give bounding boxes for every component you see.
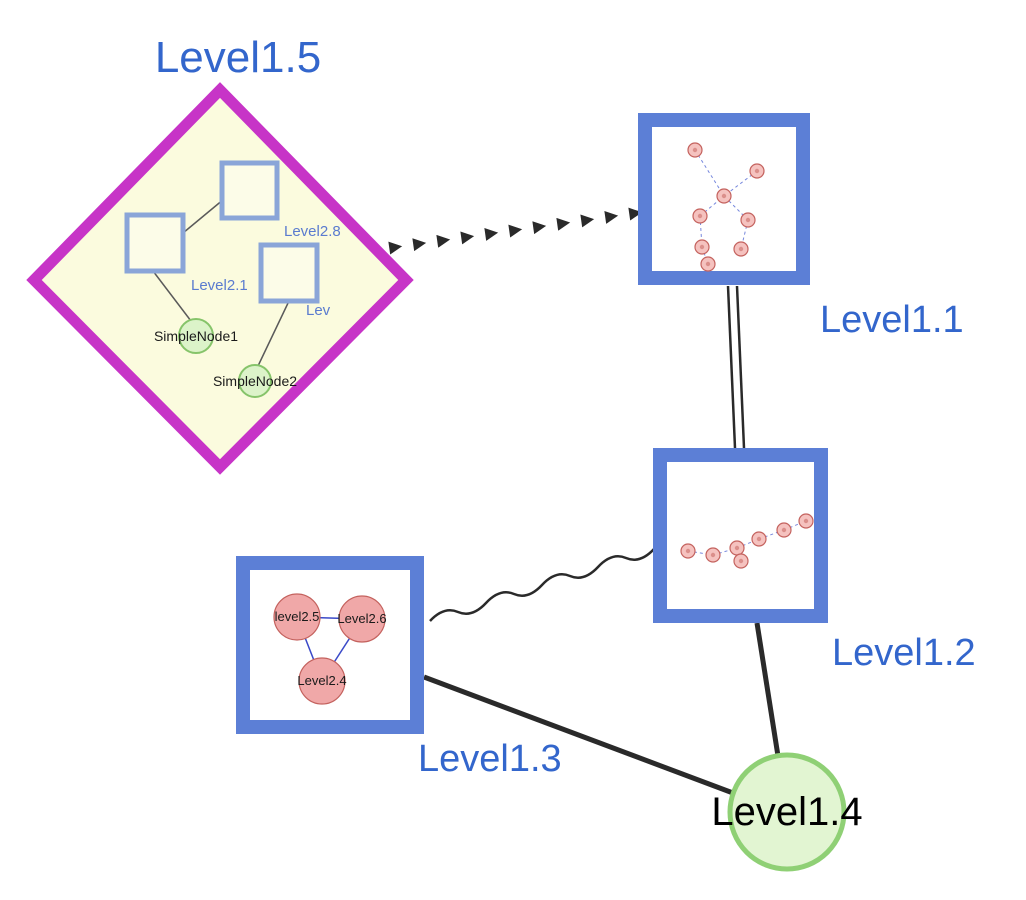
label-simplenode2: SimpleNode2 xyxy=(213,373,297,389)
level14-circle-shape[interactable] xyxy=(727,752,847,872)
edge-level21-to-simplenode1[interactable] xyxy=(152,270,192,322)
edge-level11-to-level12[interactable] xyxy=(726,285,746,449)
node-level11[interactable] xyxy=(638,113,810,285)
label-lev: Lev xyxy=(306,302,331,319)
label-level28: Level2.8 xyxy=(284,223,341,240)
label-level11: Level1.1 xyxy=(820,299,964,341)
node-level13[interactable]: level2.5 Level2.6 Level2.4 xyxy=(236,556,424,734)
node-level26[interactable] xyxy=(338,595,386,643)
label-level21: Level2.1 xyxy=(191,277,248,294)
node-level25[interactable] xyxy=(273,593,321,641)
label-level12: Level1.2 xyxy=(832,632,976,674)
label-level25: level2.5 xyxy=(275,609,320,624)
node-simplenode2[interactable] xyxy=(238,364,272,398)
level12-mini-graph xyxy=(680,513,814,569)
node-level15[interactable]: Level2.8 Level2.1 Lev SimpleNode1 Simple… xyxy=(26,82,414,475)
label-level13: Level1.3 xyxy=(418,738,562,780)
edge-level15-to-level11[interactable] xyxy=(388,207,643,255)
edge-level12-to-level13[interactable] xyxy=(429,548,655,622)
level12-frame[interactable] xyxy=(653,448,828,623)
node-level24[interactable] xyxy=(298,657,346,705)
label-level14: Level1.4 xyxy=(711,790,862,834)
label-level26: Level2.6 xyxy=(337,611,386,626)
edge-level21-to-level28[interactable] xyxy=(182,198,225,234)
level11-mini-graph xyxy=(687,142,765,272)
label-simplenode1: SimpleNode1 xyxy=(154,328,238,344)
edge-level13-to-level14[interactable] xyxy=(423,674,734,796)
node-level28[interactable] xyxy=(219,160,280,221)
edge-level12-to-level14[interactable] xyxy=(754,622,781,757)
node-level12[interactable] xyxy=(653,448,828,623)
label-level15: Level1.5 xyxy=(155,33,321,82)
node-level21[interactable] xyxy=(124,212,186,274)
edge-lev-to-simplenode2[interactable] xyxy=(257,300,290,367)
level15-diamond-shape[interactable] xyxy=(26,82,414,475)
node-lev[interactable] xyxy=(258,242,320,304)
node-simplenode1[interactable] xyxy=(178,318,214,354)
node-level14[interactable]: Level1.4 xyxy=(711,752,863,872)
label-level24: Level2.4 xyxy=(297,673,346,688)
